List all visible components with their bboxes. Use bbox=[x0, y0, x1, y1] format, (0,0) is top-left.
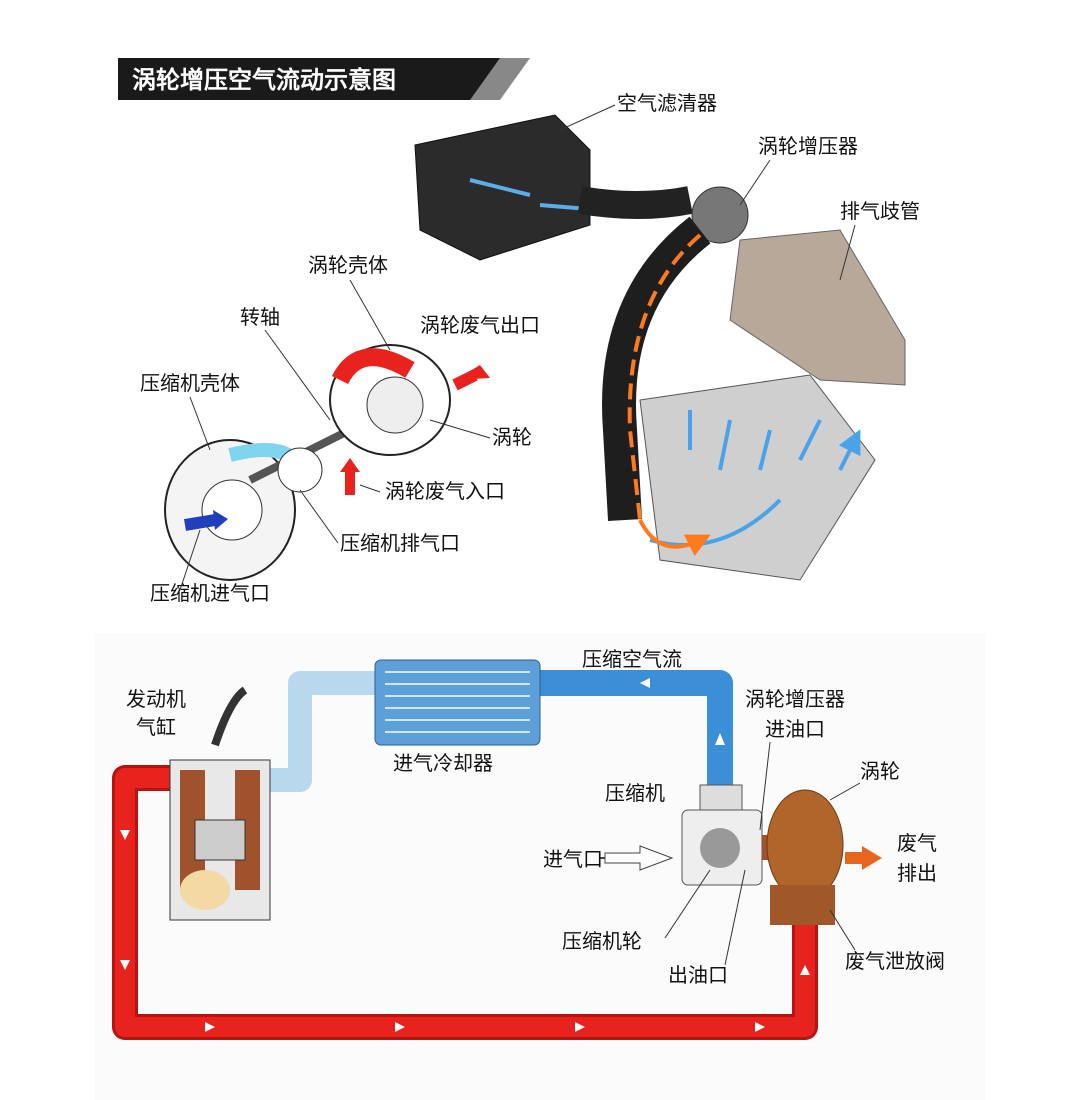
exhaust-loop bbox=[112, 765, 818, 1040]
bottom-labels: 发动机 气缸 进气冷却器 压缩空气流 涡轮增压器 进油口 涡轮 压缩机 进气口 … bbox=[126, 647, 945, 987]
engine-cylinder bbox=[169, 686, 271, 921]
top-labels: 空气滤清器 涡轮增压器 排气歧管 涡轮壳体 转轴 涡轮废气出口 压缩机壳体 涡轮… bbox=[140, 91, 920, 605]
label-compressor: 压缩机 bbox=[605, 781, 665, 805]
air-pipe bbox=[265, 659, 733, 792]
diagram-title: 涡轮增压空气流动示意图 bbox=[132, 66, 396, 94]
engine-illustration bbox=[414, 114, 906, 581]
intake-manifold bbox=[639, 374, 876, 581]
label-engine-line1: 发动机 bbox=[126, 687, 186, 711]
label-oil-inlet-line1: 涡轮增压器 bbox=[745, 687, 845, 711]
label-turbine: 涡轮 bbox=[492, 425, 532, 449]
label-wastegate: 废气泄放阀 bbox=[845, 949, 945, 973]
turbocharger-schematic bbox=[600, 784, 882, 925]
title-banner: 涡轮增压空气流动示意图 bbox=[118, 58, 530, 100]
label-turbine-exhaust-inlet: 涡轮废气入口 bbox=[385, 479, 505, 503]
turbine-unit bbox=[766, 789, 844, 901]
label-air-filter: 空气滤清器 bbox=[617, 91, 717, 115]
label-shaft: 转轴 bbox=[240, 305, 280, 329]
label-intercooler: 进气冷却器 bbox=[393, 751, 493, 775]
label-exhaust-line1: 废气 bbox=[897, 831, 937, 855]
label-turbine: 涡轮 bbox=[860, 759, 900, 783]
label-exhaust-manifold: 排气歧管 bbox=[840, 199, 920, 223]
label-compressor-wheel: 压缩机轮 bbox=[562, 929, 642, 953]
label-compressor-housing: 压缩机壳体 bbox=[140, 371, 240, 395]
turbocharger-unit bbox=[691, 186, 749, 244]
label-air-inlet: 进气口 bbox=[543, 847, 603, 871]
label-compressor-inlet: 压缩机进气口 bbox=[150, 581, 270, 605]
label-turbocharger: 涡轮增压器 bbox=[758, 134, 858, 158]
label-turbine-housing: 涡轮壳体 bbox=[308, 253, 388, 277]
label-oil-outlet: 出油口 bbox=[668, 963, 728, 987]
label-oil-inlet-line2: 进油口 bbox=[765, 717, 825, 741]
label-turbine-exhaust-outlet: 涡轮废气出口 bbox=[420, 313, 540, 337]
label-engine-line2: 气缸 bbox=[136, 715, 176, 739]
label-compressor-outlet: 压缩机排气口 bbox=[340, 531, 460, 555]
label-compressed-air-flow: 压缩空气流 bbox=[582, 647, 682, 671]
label-exhaust-line2: 排出 bbox=[897, 861, 937, 885]
intercooler bbox=[374, 659, 541, 746]
exhaust-manifold bbox=[729, 229, 906, 386]
turbo-cutaway bbox=[164, 344, 490, 581]
